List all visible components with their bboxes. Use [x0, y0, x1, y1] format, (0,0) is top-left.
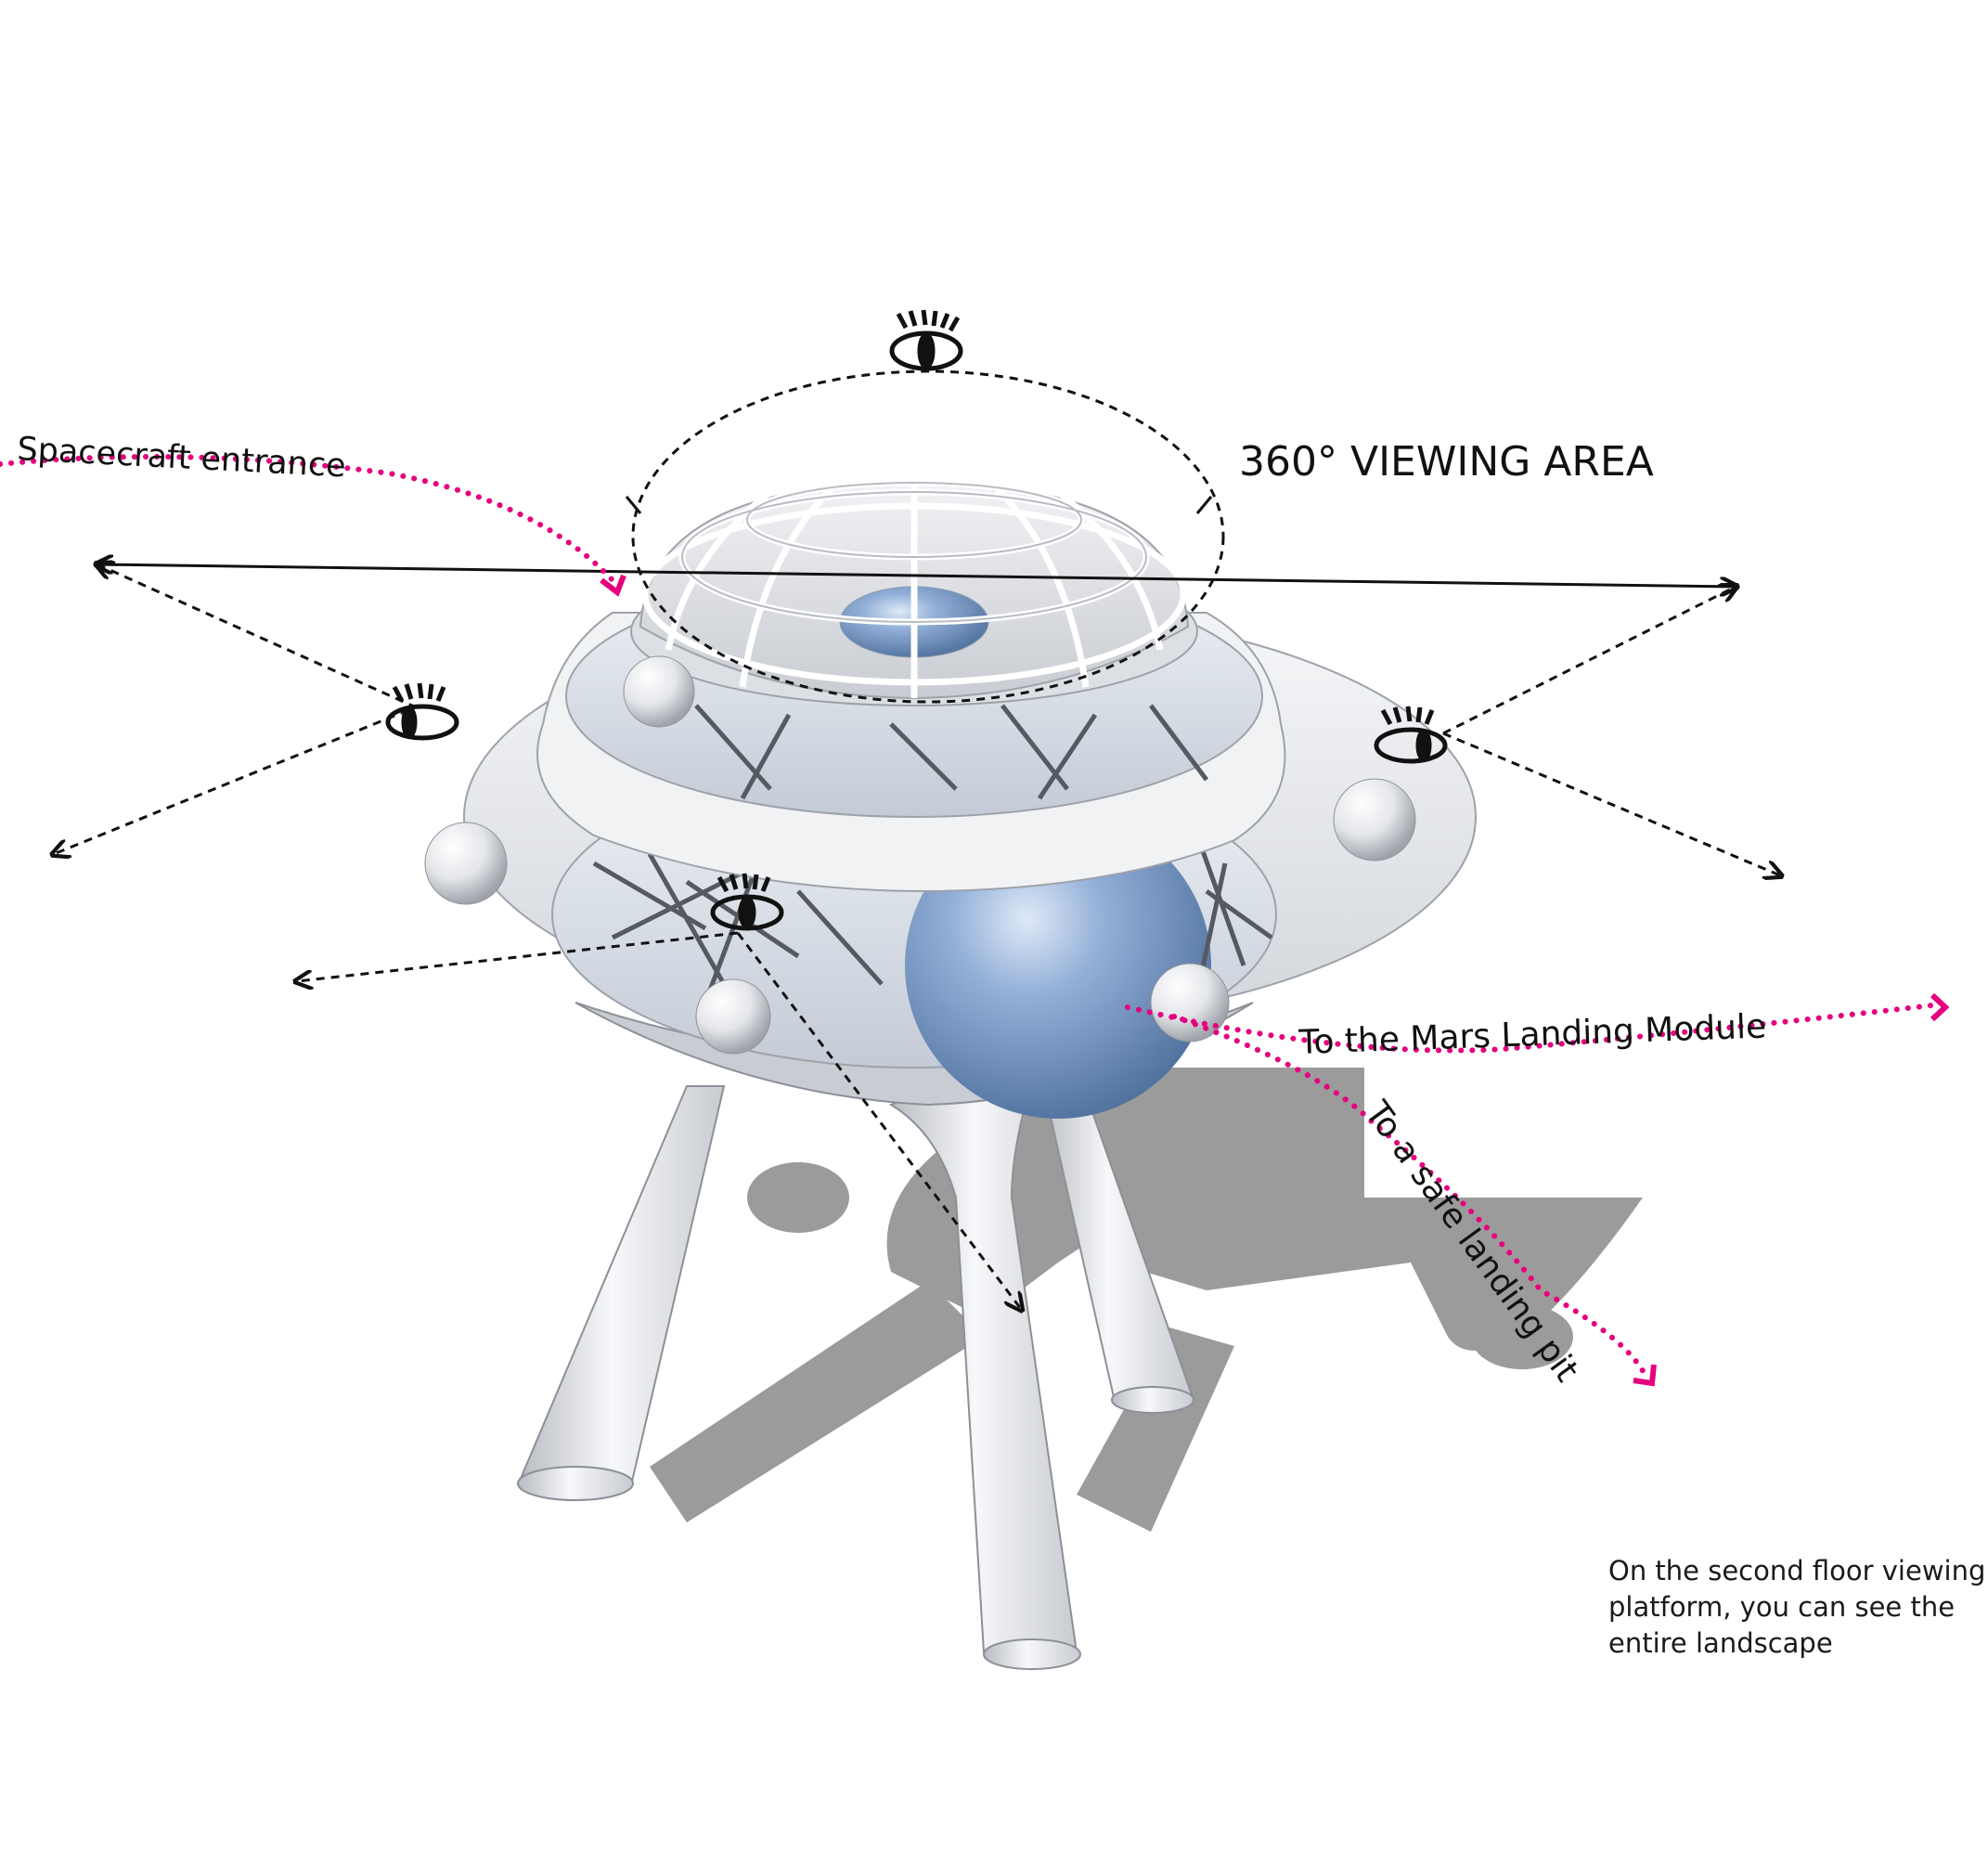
viewing-area-label: 360° VIEWING AREA [1239, 438, 1654, 486]
eye-icon [385, 682, 459, 741]
note-line: On the second floor viewing [1608, 1555, 1986, 1587]
spacecraft-legs [517, 1067, 1194, 1670]
note-line: entire landscape [1608, 1627, 1833, 1659]
eye-icon [710, 873, 784, 931]
eye-icon [1374, 706, 1448, 764]
entrance-label: Spacecraft entrance [17, 431, 347, 485]
viewing-ring-ticks [625, 496, 1213, 514]
mars-module-label: To the Mars Landing Module [1297, 1007, 1767, 1062]
sight-lines [97, 564, 1736, 587]
viewing-platform-note: On the second floor viewing platform, yo… [1608, 1553, 1988, 1662]
circulation-paths [0, 454, 1943, 1377]
eye-icon [889, 309, 963, 371]
ground-shadow [650, 1068, 1643, 1532]
upper-lattice [694, 704, 1208, 800]
note-line: platform, you can see the [1608, 1591, 1956, 1623]
sight-lines-dashed [54, 369, 1780, 1309]
viewing-dome [630, 479, 1198, 706]
path-arrowheads [600, 574, 1950, 1387]
rim-spheres [424, 655, 1416, 1055]
